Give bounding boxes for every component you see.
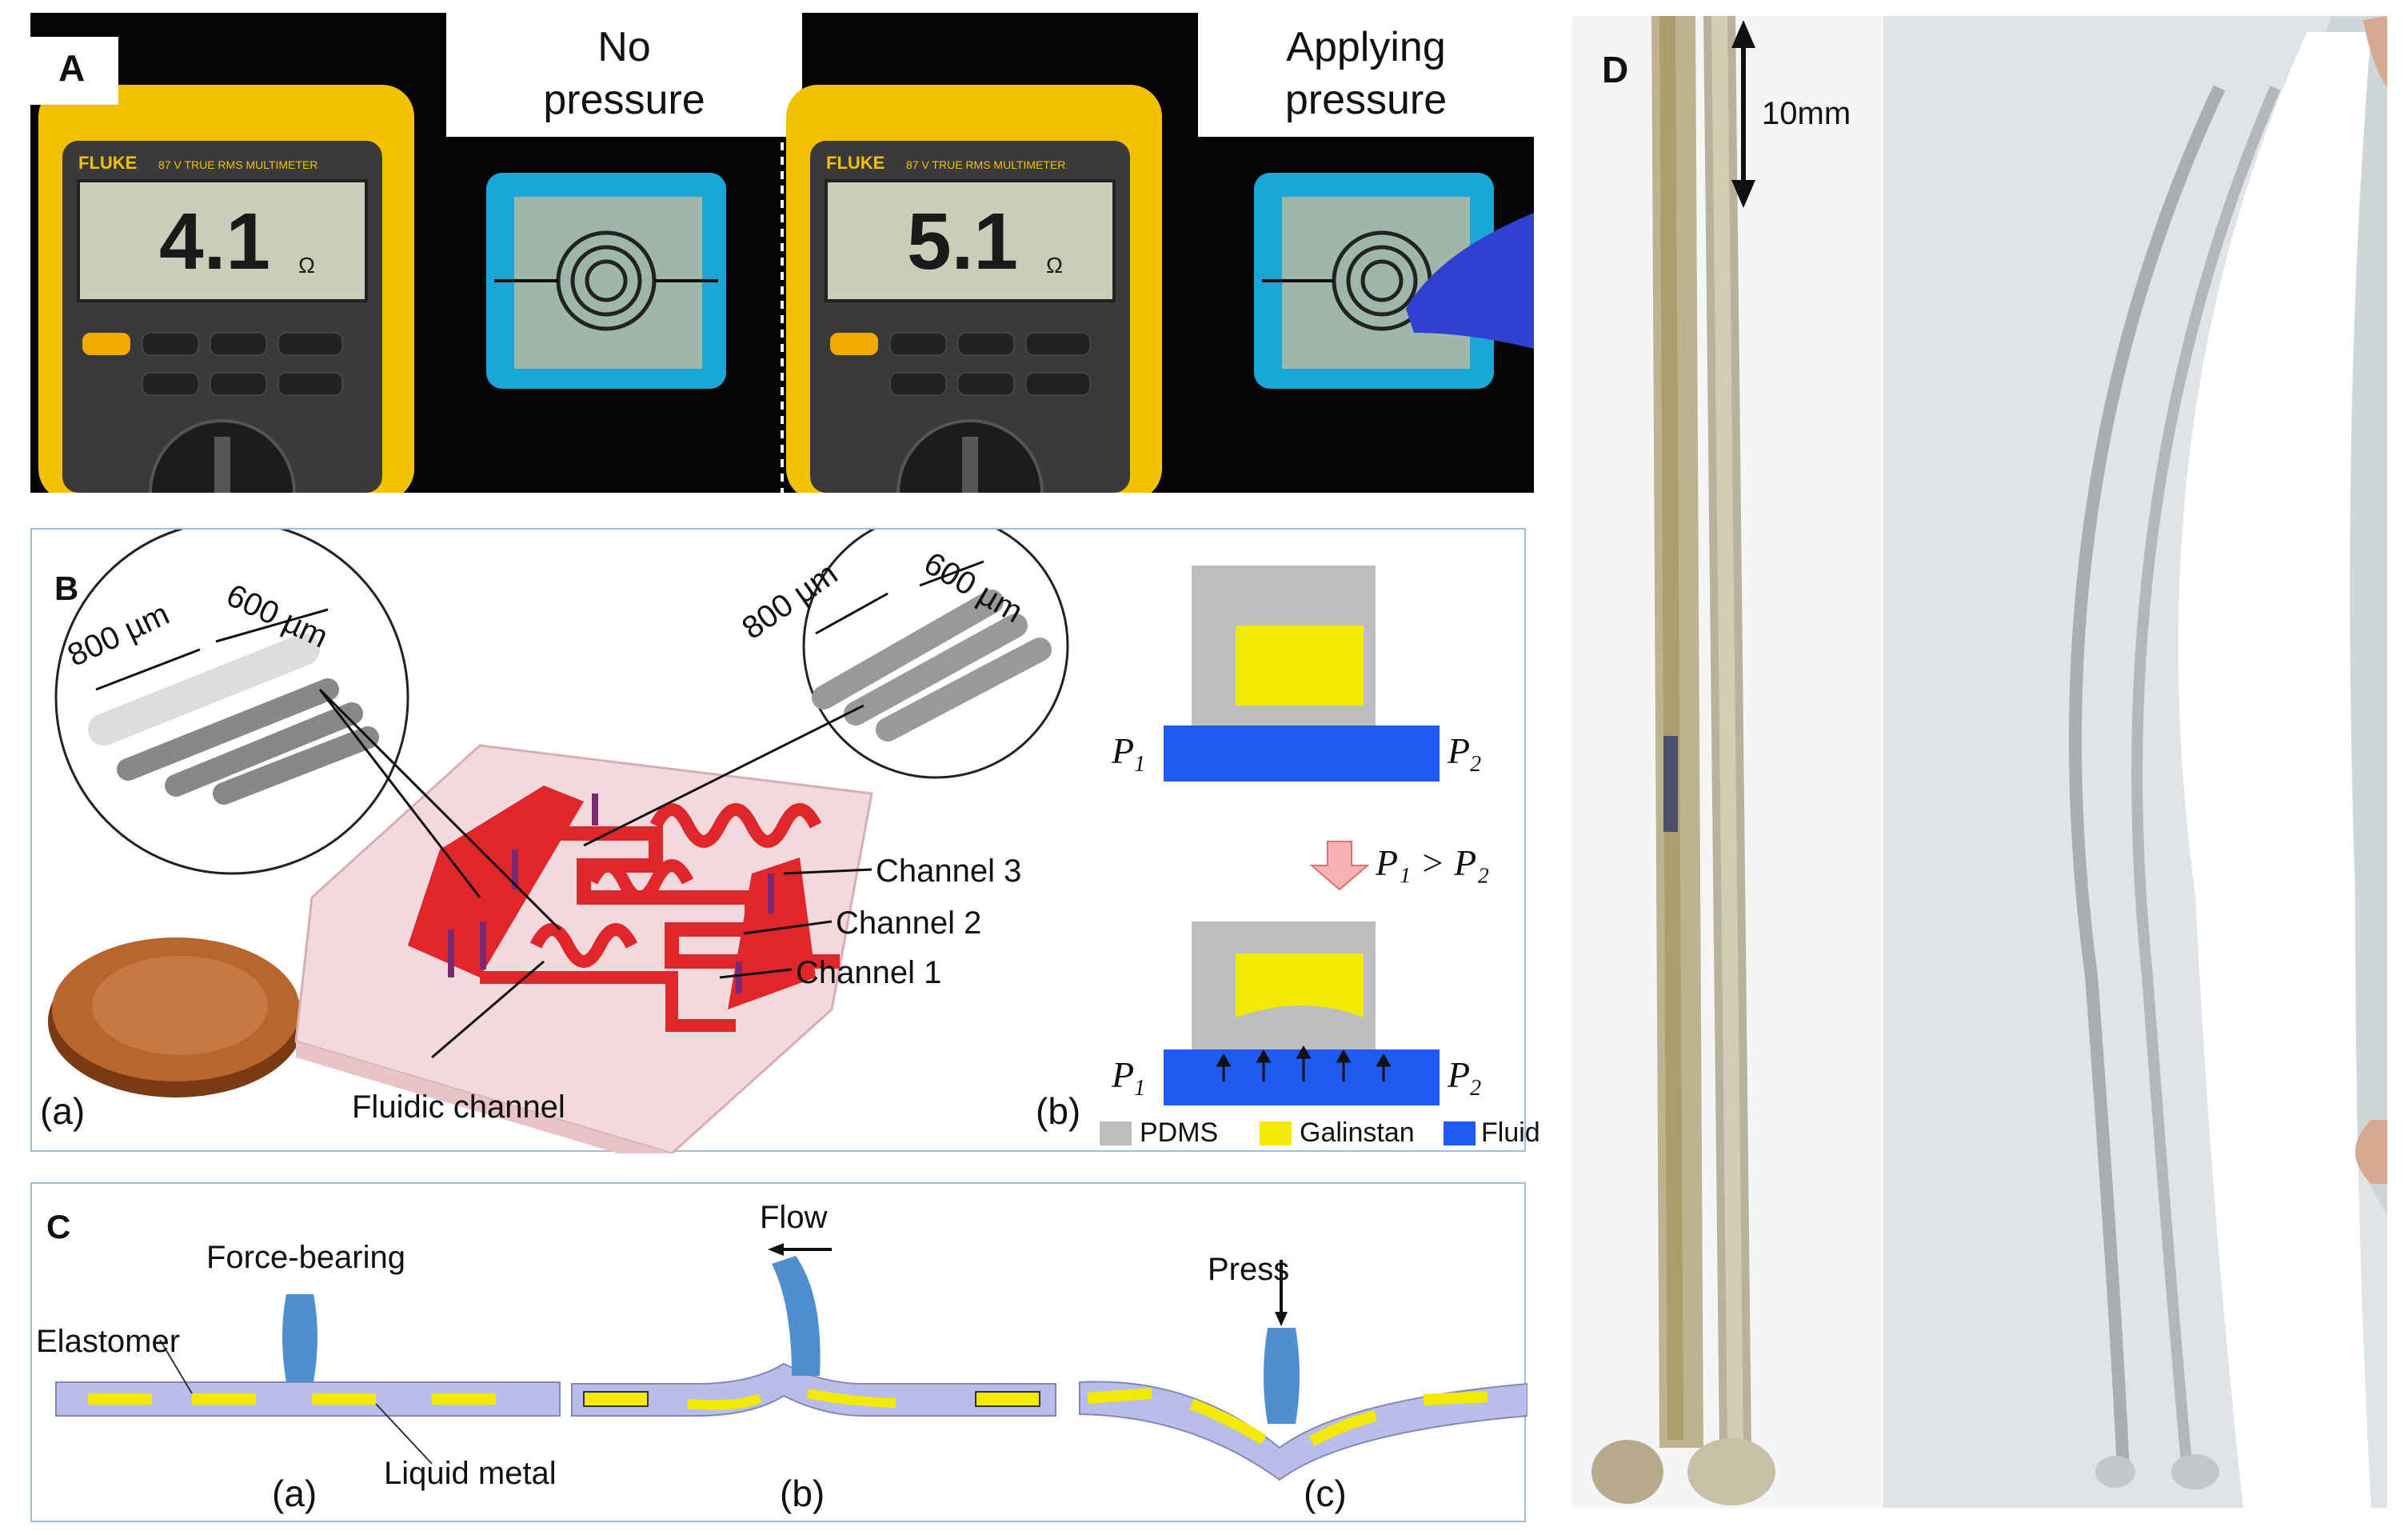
meter-left-model: 87 V TRUE RMS MULTIMETER xyxy=(158,158,317,171)
legend-swatch-fluid xyxy=(1444,1121,1476,1145)
label-p2-bottom: P2 xyxy=(1448,1054,1482,1101)
multimeter-left: FLUKE 87 V TRUE RMS MULTIMETER 4.1 Ω xyxy=(38,85,414,493)
pressure-schematic xyxy=(1100,566,1476,1145)
panel-b-label: B xyxy=(54,570,79,607)
panel-a-label: A xyxy=(58,47,86,89)
panel-d: D 10mm xyxy=(1571,16,2387,1508)
schematic-c-b xyxy=(571,1243,1056,1417)
meter-right-brand: FLUKE xyxy=(826,153,885,173)
legend-galinstan: Galinstan xyxy=(1300,1117,1415,1148)
sub-label-c-c: (c) xyxy=(1304,1473,1347,1514)
multimeter-right: FLUKE 87 V TRUE RMS MULTIMETER 5.1 Ω xyxy=(786,85,1162,493)
legend-fluid: Fluid xyxy=(1481,1117,1540,1148)
panel-c: C Force-bearing Elastomer Liquid metal F… xyxy=(30,1182,1527,1522)
straight-traces xyxy=(1591,16,1775,1505)
label-press: Press xyxy=(1208,1252,1290,1287)
label-p2-top: P2 xyxy=(1448,730,1482,777)
label-flow: Flow xyxy=(760,1200,828,1235)
label-elastomer: Elastomer xyxy=(36,1324,181,1359)
sub-label-b-b: (b) xyxy=(1036,1090,1081,1132)
schematic-c-c xyxy=(1079,1260,1527,1481)
meter-left-brand: FLUKE xyxy=(78,153,137,173)
label-channel-2: Channel 2 xyxy=(836,905,982,941)
label-fluidic-channel: Fluidic channel xyxy=(352,1089,565,1125)
schematic-c-a xyxy=(55,1294,561,1465)
meter-left-unit: Ω xyxy=(298,253,315,278)
meter-right-reading: 5.1 xyxy=(907,197,1018,286)
label-channel-3: Channel 3 xyxy=(876,853,1022,889)
panel-a: FLUKE 87 V TRUE RMS MULTIMETER 4.1 Ω xyxy=(30,13,1534,493)
caption-no-pressure: No pressure xyxy=(543,24,705,123)
sub-label-c-b: (b) xyxy=(780,1473,825,1514)
panel-b-figure xyxy=(48,530,1476,1153)
panel-c-figure xyxy=(55,1243,1527,1481)
label-force-bearing: Force-bearing xyxy=(206,1240,406,1275)
label-liquid-metal: Liquid metal xyxy=(384,1456,557,1491)
legend-pdms: PDMS xyxy=(1140,1117,1219,1148)
sensor-right xyxy=(1254,173,1534,389)
panel-a-figure: FLUKE 87 V TRUE RMS MULTIMETER 4.1 Ω xyxy=(30,13,1534,493)
sensor-left xyxy=(486,173,726,389)
scale-bar xyxy=(1731,20,1755,208)
label-p1-top: P1 xyxy=(1112,730,1146,777)
penny xyxy=(48,937,304,1097)
magnifier-left xyxy=(54,530,561,931)
magnifier-right xyxy=(583,530,1069,847)
meter-left-reading: 4.1 xyxy=(159,197,270,286)
legend-swatch-pdms xyxy=(1100,1121,1132,1145)
panel-d-figure xyxy=(1571,16,2387,1508)
legend-swatch-galinstan xyxy=(1260,1121,1292,1145)
label-condition: P₁ > P₂ xyxy=(1376,842,1490,883)
meter-right-unit: Ω xyxy=(1046,253,1063,278)
scale-label: 10mm xyxy=(1762,96,1851,131)
label-channel-1: Channel 1 xyxy=(796,955,942,990)
sub-label-b-a: (a) xyxy=(40,1090,86,1132)
sub-label-c-a: (a) xyxy=(272,1473,317,1514)
meter-right-model: 87 V TRUE RMS MULTIMETER xyxy=(906,158,1065,171)
panel-c-label: C xyxy=(46,1208,71,1245)
panel-b: B 800 µm 600 µm 800 µm 600 µm Channel 3 … xyxy=(30,528,1540,1153)
caption-applying-pressure: Applying pressure xyxy=(1284,24,1448,123)
panel-d-label: D xyxy=(1602,49,1629,90)
bent-strip xyxy=(1883,16,2387,1508)
label-p1-bottom: P1 xyxy=(1112,1054,1146,1101)
